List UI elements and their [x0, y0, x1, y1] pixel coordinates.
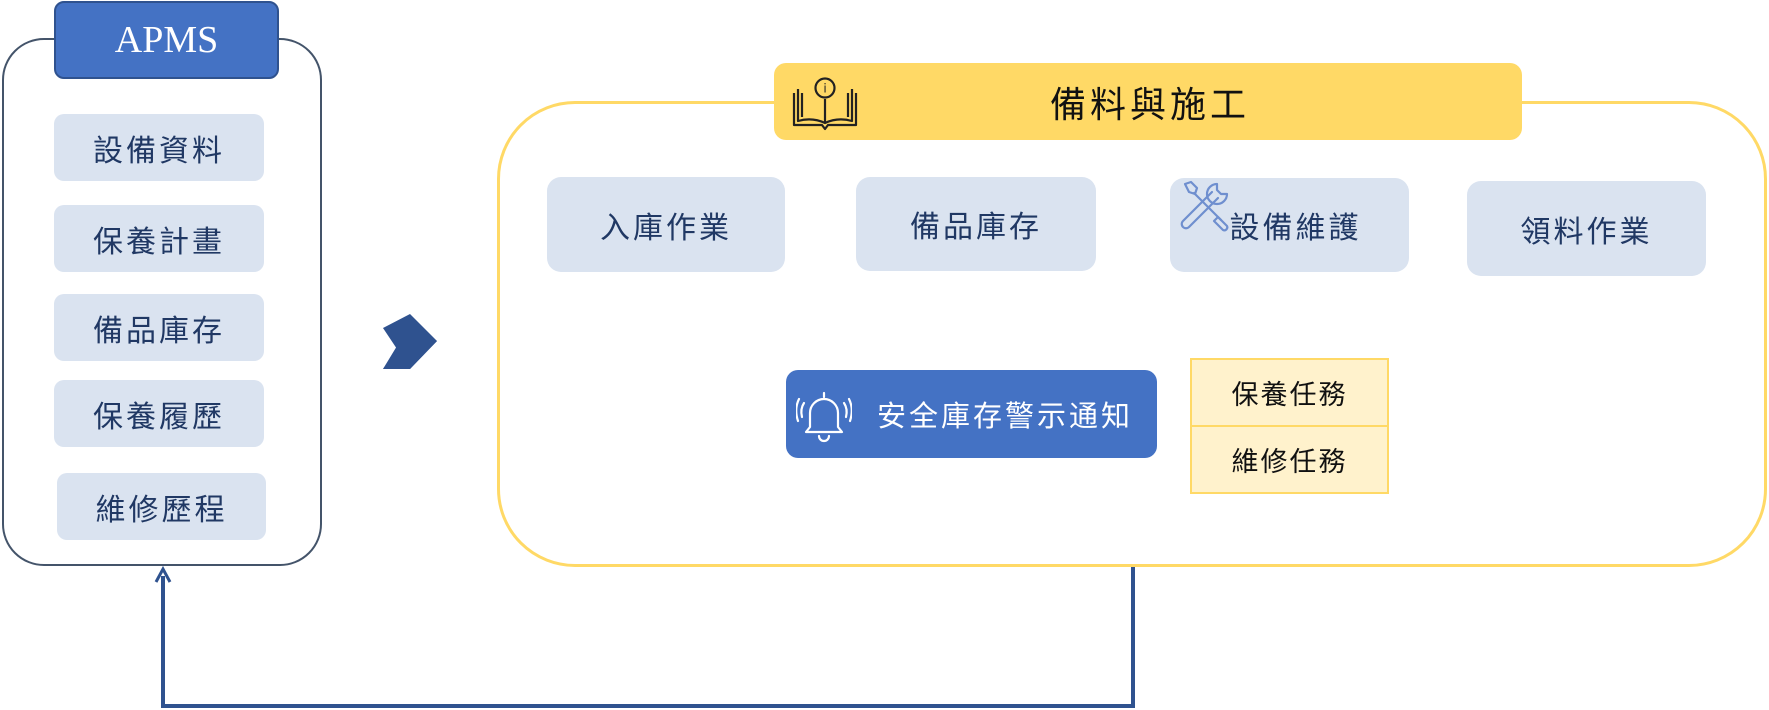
process-frame [497, 101, 1767, 567]
apms-module-maintenance-plan: 保養計畫 [54, 205, 264, 272]
wrench-screwdriver-icon [1180, 180, 1229, 232]
book-info-icon: i [792, 77, 858, 131]
safety-stock-alert-box [786, 370, 1157, 458]
task-repair: 維修任務 [1190, 425, 1389, 494]
alarm-bell-icon [796, 391, 852, 443]
safety-stock-alert-label: 安全庫存警示通知 [876, 399, 1133, 433]
apms-module-equipment-data: 設備資料 [54, 114, 264, 181]
step-receiving: 入庫作業 [547, 177, 785, 272]
process-title-bar [774, 63, 1522, 140]
step-spare-inventory: 備品庫存 [856, 177, 1096, 271]
apms-module-spare-inventory: 備品庫存 [54, 294, 264, 361]
feedback-loop-arrowhead [154, 565, 172, 583]
apms-title: APMS [54, 1, 279, 79]
process-title: 備料與施工 [1049, 84, 1250, 126]
step-material-issue: 領料作業 [1467, 181, 1706, 276]
feedback-loop-line [161, 567, 1135, 708]
task-maintenance: 保養任務 [1190, 358, 1389, 427]
svg-text:i: i [823, 82, 826, 96]
apms-module-maintenance-history: 保養履歷 [54, 380, 264, 447]
apms-module-repair-history: 維修歷程 [57, 473, 266, 540]
